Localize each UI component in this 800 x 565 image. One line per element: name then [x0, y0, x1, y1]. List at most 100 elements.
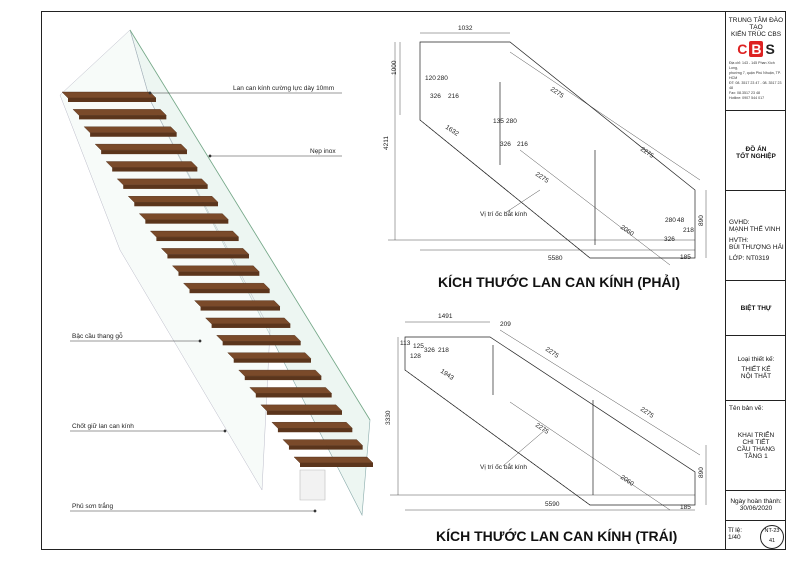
- left-glass-outline: [404, 336, 696, 506]
- center-name-2: KIẾN TRÚC CBS: [730, 31, 782, 38]
- logo-letter-c: C: [737, 41, 748, 57]
- tb-project-type: BIỆT THỰ: [726, 281, 786, 336]
- tb-people: GVHD: MẠNH THẾ VINH HVTH: BÙI THƯỢNG HẢI…: [726, 191, 786, 281]
- right-panel-length: 2275: [549, 86, 565, 100]
- stair-tread: [160, 248, 250, 255]
- address-line-5: Hotline: 0907 544 017: [729, 96, 765, 100]
- left-panel-length-3: 2275: [534, 422, 550, 436]
- design-type-2: NỘI THẤT: [740, 373, 772, 380]
- stair-tread-face: [178, 271, 260, 276]
- scale-value: 1/40: [728, 534, 741, 541]
- stair-tread-face: [244, 376, 322, 381]
- stair-tread: [105, 161, 198, 168]
- tb-project: ĐỒ ÁN TỐT NGHIỆP: [726, 111, 786, 191]
- tb-address: Địa chỉ: 143 - 145 Phan Xích Long, phườn…: [726, 61, 786, 101]
- tb-scale: Tỉ lệ: 1/40 NT-23 41: [726, 521, 786, 550]
- inox-rail: [129, 29, 371, 421]
- sheet-number-badge: NT-23 41: [760, 525, 784, 549]
- stair-perspective: [59, 29, 374, 517]
- left-total-width: 5590: [545, 501, 560, 508]
- hvth-label: HVTH:: [729, 237, 749, 244]
- stair-tread: [216, 335, 302, 342]
- left-total-height: 3330: [385, 410, 392, 425]
- right-bottom-run: 2060: [619, 224, 635, 238]
- stair-tread-face: [145, 219, 229, 224]
- stair-tread: [260, 404, 343, 412]
- right-dim-c: 326: [430, 93, 441, 100]
- right-bottom-height: 890: [698, 215, 705, 226]
- left-lower-run: 1943: [439, 368, 455, 382]
- right-dim-a: 120: [425, 75, 436, 82]
- left-panel-length: 2275: [544, 346, 560, 360]
- stair-tread-face: [134, 202, 218, 207]
- right-panel-length-3: 2275: [534, 171, 550, 185]
- sheet-number: 41: [768, 538, 776, 544]
- stair-tread-face: [300, 463, 373, 467]
- stair-tread-face: [156, 237, 239, 242]
- stair-tread: [227, 352, 312, 359]
- right-total-width: 5580: [548, 255, 563, 262]
- right-lower-run: 1632: [444, 124, 460, 138]
- drawing-name-2: CHI TIẾT: [742, 439, 770, 446]
- right-dim-g: 326: [500, 141, 511, 148]
- right-elevation-title: KÍCH THƯỚC LAN CAN KÍNH (PHẢI): [438, 273, 680, 290]
- class-label: LỚP: NT0319: [729, 255, 770, 262]
- callout-paint: Phủ sơn trắng: [72, 501, 114, 510]
- stair-tread-face: [112, 167, 198, 172]
- stair-base: [299, 469, 326, 501]
- left-panel-length-2: 2275: [639, 406, 655, 420]
- left-dim-f: 185: [680, 504, 691, 511]
- address-line-4: Fax: 08.3517 23 48: [729, 91, 760, 95]
- left-bottom-height: 890: [698, 467, 705, 478]
- stair-tread: [282, 439, 364, 446]
- drawing-name-1: KHAI TRIỂN: [737, 432, 775, 439]
- left-dim-c: 128: [410, 353, 421, 360]
- tb-date: Ngày hoàn thành: 30/06/2020: [726, 491, 786, 521]
- stair-tread-face: [288, 445, 363, 450]
- stair-tread: [138, 213, 229, 220]
- stair-tread-face: [167, 254, 249, 259]
- left-dim-a: 113: [400, 340, 411, 347]
- tb-design-type: Loại thiết kế: THIẾT KẾ NỘI THẤT: [726, 336, 786, 401]
- stair-tread: [249, 387, 333, 394]
- tb-header: TRUNG TÂM ĐÀO TẠO KIẾN TRÚC CBS C B S Đị…: [726, 11, 786, 111]
- stair-tread-face: [68, 98, 156, 102]
- stair-treads: [61, 91, 374, 467]
- stair-tread-face: [123, 184, 208, 189]
- date-value: 30/06/2020: [739, 505, 773, 512]
- logo-letter-b: B: [749, 41, 764, 57]
- right-dim-k: 326: [664, 236, 675, 243]
- right-dim-j: 48: [677, 217, 685, 224]
- right-dim-m: 185: [680, 254, 691, 261]
- stair-tread-face: [90, 132, 177, 137]
- left-bottom-run: 2060: [619, 474, 635, 488]
- address-line-3: ĐT: 08. 3517 23 47 - 08. 3517 23 48: [729, 81, 782, 90]
- drawing-name-3: CẦU THANG: [736, 446, 776, 453]
- scale-label: Tỉ lệ:: [728, 527, 743, 534]
- callout-tread: Bậc cầu thang gỗ: [72, 331, 123, 340]
- right-top-width: 1032: [458, 25, 473, 32]
- left-elevation-title: KÍCH THƯỚC LAN CAN KÍNH (TRÁI): [436, 527, 677, 544]
- right-dim-b: 280: [437, 75, 448, 82]
- callout-pin: Chốt giữ lan can kính: [72, 421, 134, 430]
- right-dim-f: 280: [506, 118, 517, 125]
- right-rail-height: 1000: [391, 60, 398, 75]
- stair-tread: [183, 282, 271, 290]
- date-label: Ngày hoàn thành:: [730, 498, 782, 505]
- stair-tread-face: [222, 341, 301, 346]
- stair-tread-face: [200, 306, 280, 311]
- stair-tread: [61, 91, 157, 99]
- stair-tread: [293, 456, 374, 464]
- right-total-height: 4211: [383, 136, 390, 150]
- left-dim-e: 218: [438, 347, 449, 354]
- scale-box: Tỉ lệ: 1/40: [728, 527, 742, 541]
- stair-tread: [83, 126, 178, 133]
- project-type: BIỆT THỰ: [740, 305, 772, 312]
- stair-tread-face: [277, 428, 353, 433]
- left-top-small: 209: [500, 321, 511, 328]
- design-type-1: THIẾT KẾ: [741, 366, 771, 373]
- stair-tread-face: [79, 115, 167, 120]
- address-line-1: Địa chỉ: 143 - 145 Phan Xích Long,: [729, 61, 775, 70]
